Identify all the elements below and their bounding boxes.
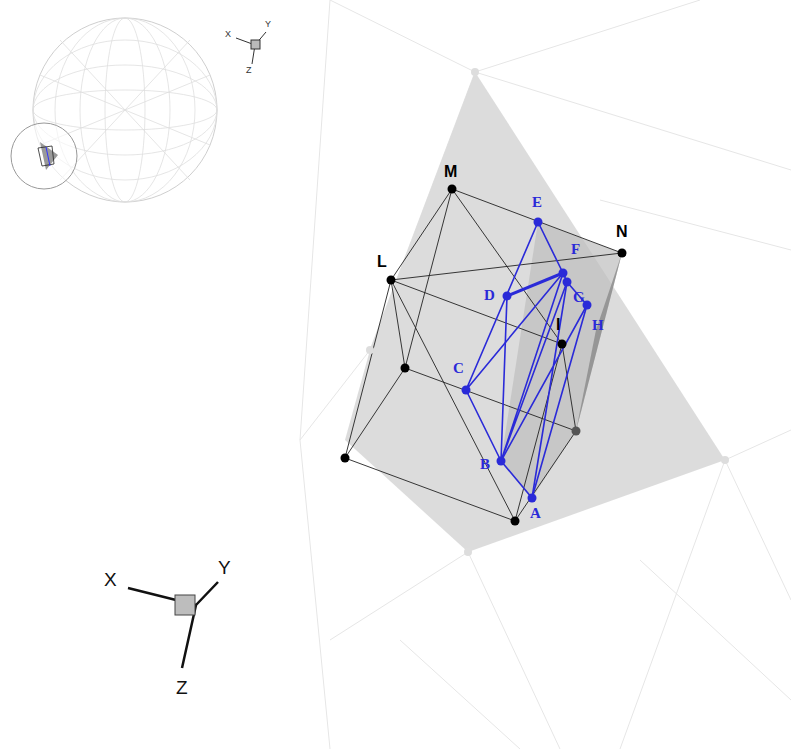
point-label: N [616,224,628,240]
background-mesh [300,0,791,749]
axis-gizmo [128,582,218,668]
point-label: A [530,506,541,521]
point-label: Y [265,20,271,29]
point-label: F [571,242,580,257]
point-label: Z [176,678,188,697]
point-label: I [556,317,560,333]
points [341,68,730,556]
point-label: C [453,361,464,376]
point-label: M [444,164,457,180]
point-label: X [104,570,117,589]
point-label: X [225,30,231,39]
point-label: B [480,457,490,472]
point-label: G [573,290,585,305]
point-label: L [377,254,387,270]
sphere-overview [11,18,217,202]
point-label: Z [246,66,252,75]
black-edges [345,189,622,521]
point-label: H [592,318,604,333]
point-label: Y [218,558,231,577]
planes [345,72,725,552]
point-label: D [484,288,495,303]
point-label: E [532,195,542,210]
small-axis-gizmo [236,32,266,64]
blue-edges [466,222,587,498]
